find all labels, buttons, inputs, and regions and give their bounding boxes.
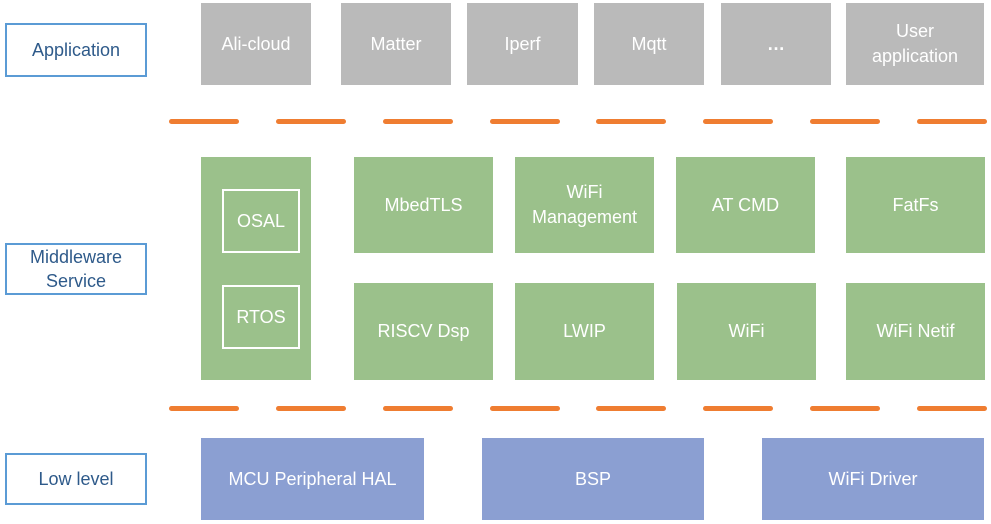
low-module-mcu-peripheral-hal: MCU Peripheral HAL: [201, 438, 424, 520]
app-module-iperf: Iperf: [467, 3, 578, 85]
mw-module-wifi: WiFi: [677, 283, 816, 380]
os-module-osal: OSAL: [222, 189, 300, 253]
app-module-mqtt: Mqtt: [594, 3, 704, 85]
mw-module-wifi-netif: WiFi Netif: [846, 283, 985, 380]
mw-module-mbedtls: MbedTLS: [354, 157, 493, 253]
low-module-bsp: BSP: [482, 438, 704, 520]
mw-module-fatfs: FatFs: [846, 157, 985, 253]
layer-label-middleware: Middleware Service: [5, 243, 147, 295]
os-group: [201, 157, 311, 380]
app-module-more: …: [721, 3, 831, 85]
mw-module-at-cmd: AT CMD: [676, 157, 815, 253]
app-module-matter: Matter: [341, 3, 451, 85]
layer-label-application: Application: [5, 23, 147, 77]
app-module-user-application: User application: [846, 3, 984, 85]
app-module-ali-cloud: Ali-cloud: [201, 3, 311, 85]
layer-label-low-level: Low level: [5, 453, 147, 505]
mw-module-riscv-dsp: RISCV Dsp: [354, 283, 493, 380]
mw-module-wifi-management: WiFi Management: [515, 157, 654, 253]
mw-module-lwip: LWIP: [515, 283, 654, 380]
os-module-rtos: RTOS: [222, 285, 300, 349]
low-module-wifi-driver: WiFi Driver: [762, 438, 984, 520]
